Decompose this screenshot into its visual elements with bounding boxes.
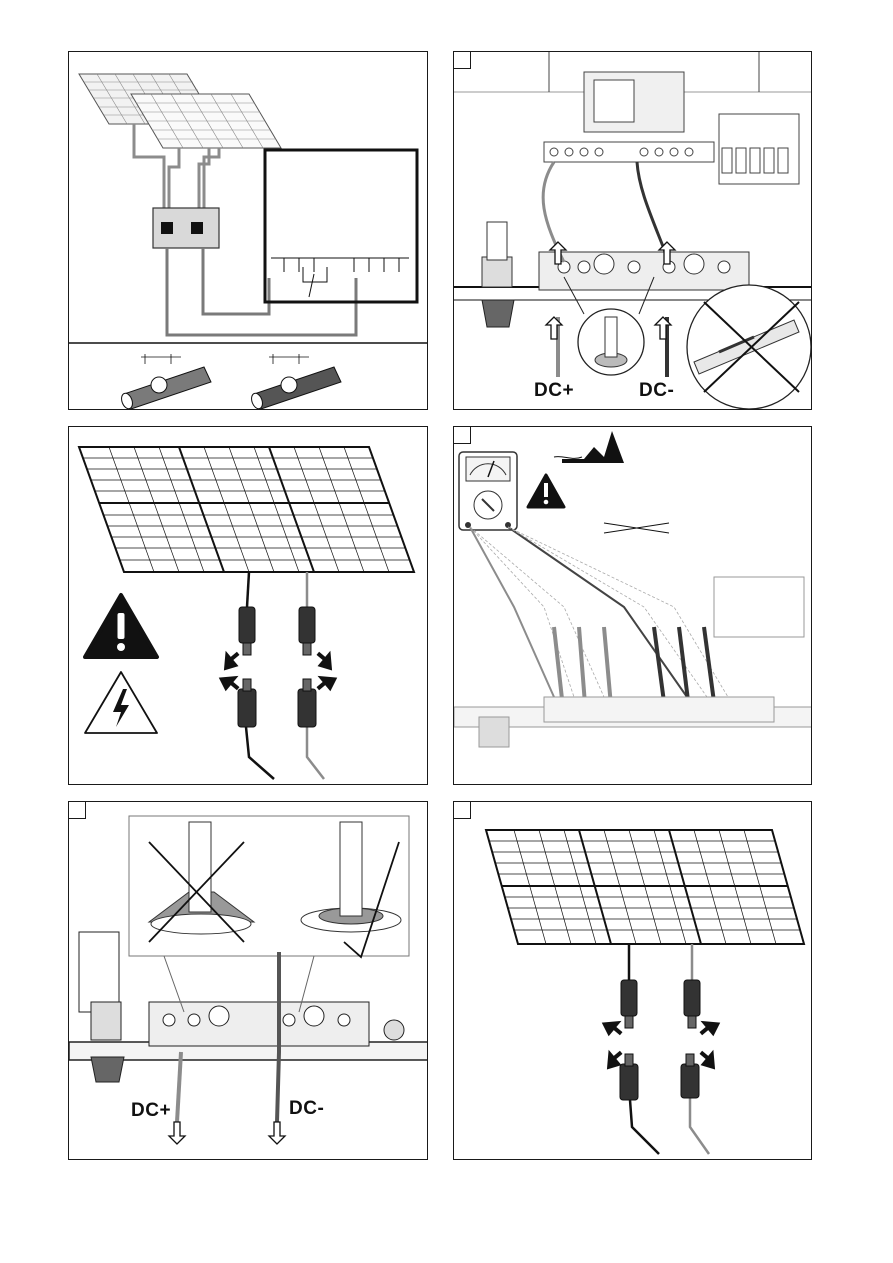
dc-insertion-diagram (454, 52, 812, 410)
panel-reconnect-pv-connectors (453, 801, 812, 1160)
gland-detail-callout (564, 277, 654, 375)
solar-array-front (131, 94, 281, 148)
panel-disconnect-pv-connectors (68, 426, 428, 785)
terminal-block (539, 252, 749, 290)
step-number-box (454, 802, 471, 819)
high-voltage-icon (85, 672, 157, 733)
pv-connector-disconnect-diagram (69, 427, 428, 785)
cable-arrows (169, 1122, 285, 1144)
mc4-connectors-bottom (238, 679, 316, 727)
mc4-connectors-top (621, 980, 700, 1028)
voltage-measurement-diagram (454, 427, 812, 785)
solar-module (79, 447, 414, 572)
panel-measure-dc-voltage (453, 426, 812, 785)
pv-system-diagram (69, 52, 428, 410)
cable-gland-left (482, 222, 514, 327)
panel-cable-gland-sealing: DC+ DC- (68, 801, 428, 1160)
not-allowed-cross (604, 523, 669, 533)
warning-triangle-icon (85, 595, 157, 657)
step-number-box (454, 427, 471, 444)
multimeter-icon (459, 452, 517, 530)
probe-leads (470, 527, 734, 707)
dc-feed-cables (167, 248, 356, 335)
pv-connector-reconnect-diagram (454, 802, 812, 1160)
label-dc-plus: DC+ (131, 1100, 171, 1122)
cable-insulation-detail-right (250, 354, 341, 410)
cable-insulation-detail-left (120, 354, 211, 410)
connection-arrows (598, 1012, 724, 1074)
combiner-box (153, 208, 219, 248)
mc4-connectors-bottom (620, 1054, 699, 1100)
step-number-box (69, 802, 86, 819)
mountain-altitude-icon (554, 431, 624, 463)
gland-sealing-diagram (69, 802, 428, 1160)
warning-triangle-icon (528, 475, 564, 507)
terminal-rail (454, 577, 812, 747)
step-number-box (454, 52, 471, 69)
separation-arrows (215, 646, 341, 697)
solar-module (486, 830, 804, 944)
panel-dc-cable-insertion: DC+ DC- (453, 51, 812, 410)
panel-pv-system-overview (68, 51, 428, 410)
mc4-cables (246, 572, 324, 779)
mc4-connectors-top (239, 607, 315, 655)
label-dc-minus: DC- (639, 380, 674, 402)
no-stripping-callout (687, 285, 811, 409)
label-dc-minus: DC- (289, 1098, 324, 1120)
label-dc-plus: DC+ (534, 380, 574, 402)
inverter-housing (265, 150, 417, 302)
mc4-cables (629, 944, 709, 1154)
